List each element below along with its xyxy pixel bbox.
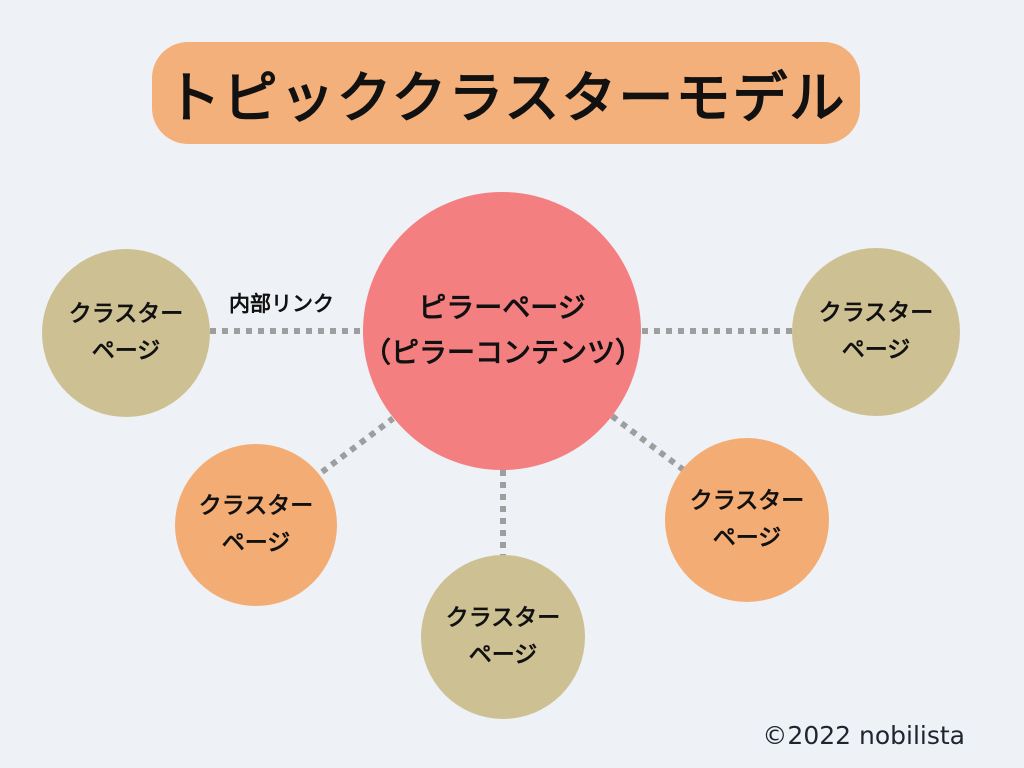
node-label-line: ページ (712, 525, 782, 551)
node-label-line: （ピラーコンテンツ） (363, 336, 644, 369)
connector-right-horizontal (642, 328, 794, 334)
title-banner: トピッククラスターモデル (152, 42, 860, 144)
node-label-line: ページ (841, 337, 911, 363)
node-cluster-page-left: クラスター ページ (42, 249, 210, 417)
connector-diagonal-right (610, 413, 687, 474)
node-cluster-page-right: クラスター ページ (792, 248, 960, 416)
copyright-text: ©2022 nobilista (762, 721, 965, 750)
node-cluster-page-bottom-center: クラスター ページ (421, 555, 585, 719)
internal-link-label: 内部リンク (229, 292, 334, 316)
node-label-line: ページ (221, 530, 291, 556)
page-title: トピッククラスターモデル (165, 66, 847, 130)
node-label-line: クラスター (445, 605, 561, 632)
node-cluster-page-bottom-left: クラスター ページ (175, 444, 337, 606)
node-label-line: ページ (91, 338, 161, 364)
node-label-line: クラスター (818, 300, 934, 327)
connector-left-horizontal (210, 328, 368, 334)
node-label-line: クラスター (198, 493, 314, 520)
node-label-line: クラスター (68, 301, 184, 328)
node-pillar-page: ピラーページ （ピラーコンテンツ） (363, 192, 644, 470)
node-cluster-page-bottom-right: クラスター ページ (665, 438, 829, 602)
connector-center-vertical (500, 470, 506, 558)
connector-diagonal-left (320, 416, 395, 475)
node-label-line: ページ (468, 642, 538, 668)
node-label-line: クラスター (689, 488, 805, 515)
node-label-line: ピラーページ (418, 291, 586, 325)
